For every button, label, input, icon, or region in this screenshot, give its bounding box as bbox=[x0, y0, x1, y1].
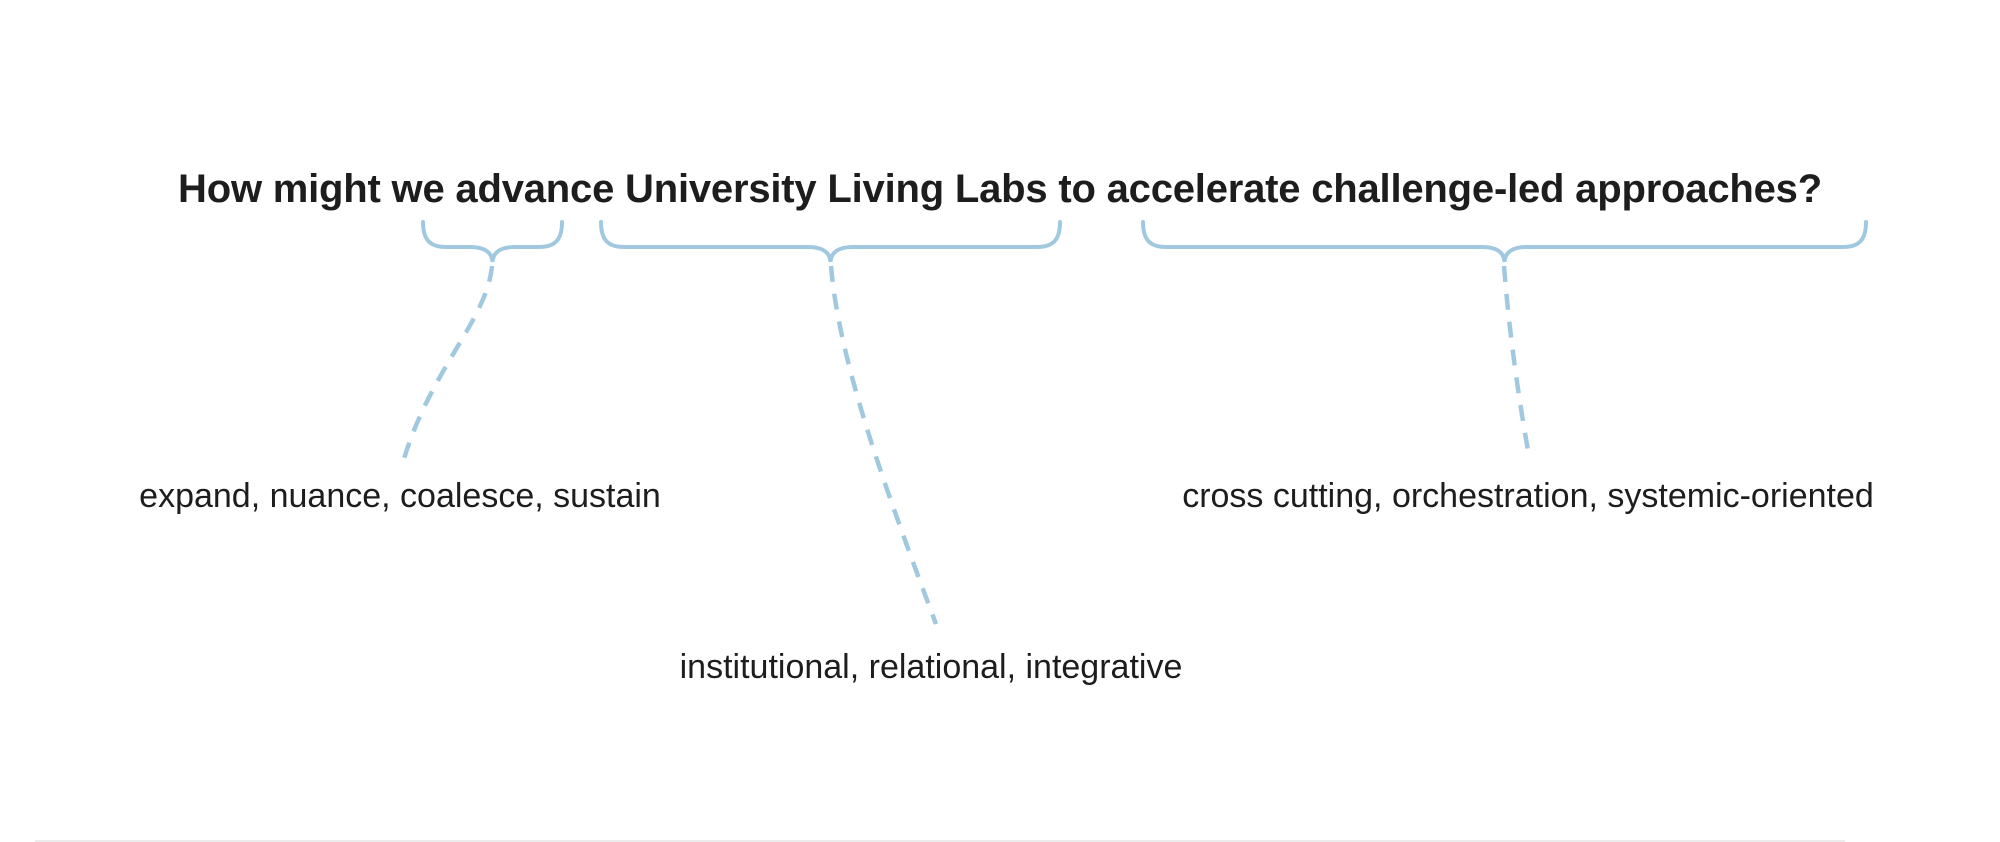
annotation-label-university-living-labs: institutional, relational, integrative bbox=[679, 648, 1183, 686]
annotation-label-accelerate-approaches: cross cutting, orchestration, systemic-o… bbox=[1182, 477, 1874, 515]
annotation-label-advance: expand, nuance, coalesce, sustain bbox=[139, 477, 661, 515]
underbrace-accelerate-approaches-icon bbox=[1141, 220, 1868, 263]
dashed-connector-advance-icon bbox=[400, 265, 495, 463]
question-title: How might we advance University Living L… bbox=[178, 166, 1822, 211]
bottom-divider-line bbox=[35, 840, 1845, 842]
underbrace-advance-icon bbox=[421, 220, 564, 263]
underbrace-university-living-labs-icon bbox=[599, 220, 1062, 263]
dashed-connector-accelerate-approaches-icon bbox=[1501, 265, 1532, 457]
dashed-connector-university-living-labs-icon bbox=[828, 265, 939, 625]
